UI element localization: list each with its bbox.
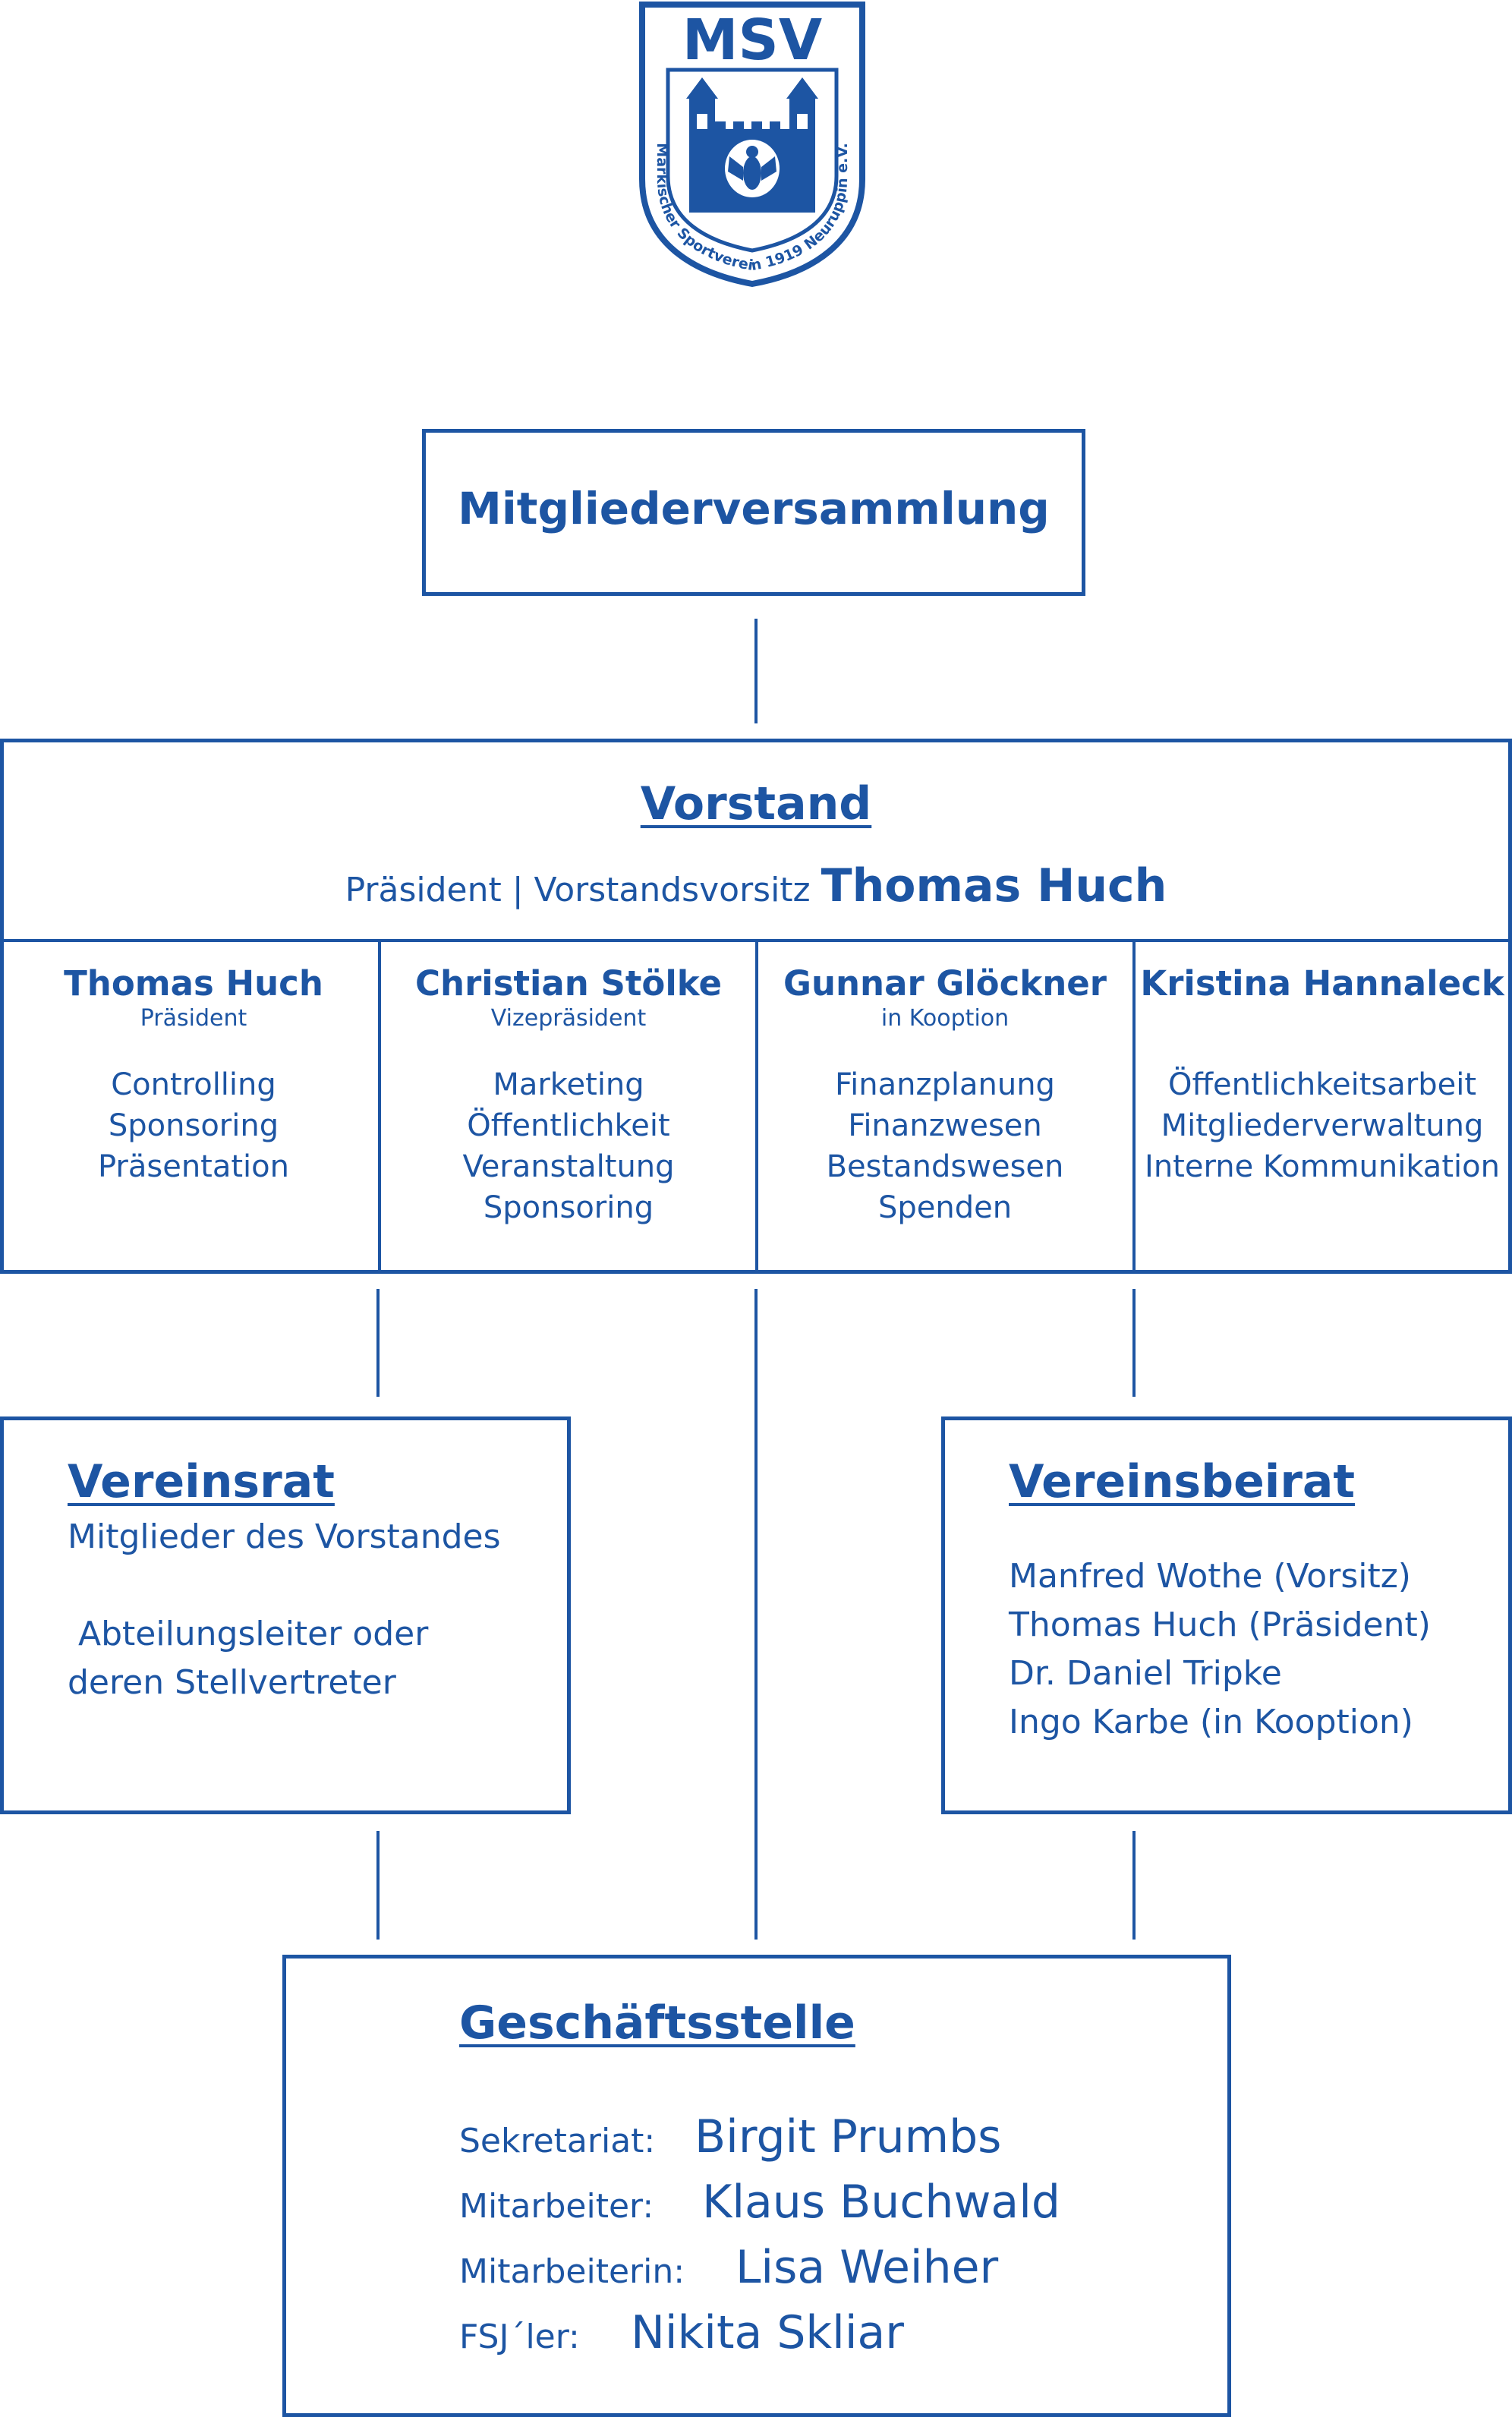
member-task: Öffentlichkeit (467, 1108, 670, 1143)
member-name: Kristina Hannaleck (1140, 963, 1504, 1004)
vorstand-box: Vorstand Präsident | Vorstandsvorsitz Th… (0, 739, 1512, 1274)
staff-row: FSJ´ler: Nikita Skliar (459, 2306, 904, 2359)
vorstand-subtitle-name: Thomas Huch (821, 859, 1167, 912)
vorstand-subtitle: Präsident | Vorstandsvorsitz Thomas Huch (4, 859, 1508, 912)
geschaeftsstelle-title: Geschäftsstelle (459, 1996, 855, 2050)
member-task: Veranstaltung (462, 1149, 675, 1184)
member-role: Präsident (140, 1005, 247, 1032)
member-task: Öffentlichkeitsarbeit (1168, 1067, 1476, 1102)
member-task: Finanzwesen (848, 1108, 1042, 1143)
mitgliederversammlung-box: Mitgliederversammlung (422, 429, 1085, 596)
vorstand-member: Christian Stölke Vizepräsident Marketing… (383, 963, 754, 1228)
vorstand-member: Kristina Hannaleck Öffentlichkeitsarbeit… (1136, 963, 1508, 1187)
staff-row: Mitarbeiter: Klaus Buchwald (459, 2176, 1060, 2229)
member-name: Christian Stölke (415, 963, 722, 1004)
geschaeftsstelle-box: Geschäftsstelle Sekretariat: Birgit Prumb… (282, 1955, 1231, 2417)
vorstand-subtitle-role: Präsident | Vorstandsvorsitz (345, 871, 811, 909)
vereinsrat-box: Vereinsrat Mitglieder des Vorstandes Abt… (0, 1416, 571, 1814)
member-task: Bestandswesen (826, 1149, 1064, 1184)
column-divider (1132, 941, 1136, 1270)
member-task: Controlling (111, 1067, 276, 1102)
connector-line (376, 1831, 380, 1940)
logo-abbreviation: MSV (682, 8, 822, 73)
connector-line (754, 619, 758, 723)
member-task: Marketing (493, 1067, 644, 1102)
vorstand-title: Vorstand (640, 777, 872, 830)
staff-name: Nikita Skliar (631, 2306, 904, 2359)
vereinsbeirat-line: Manfred Wothe (Vorsitz) (1009, 1557, 1411, 1596)
vereinsbeirat-title: Vereinsbeirat (1009, 1455, 1356, 1508)
vereinsbeirat-line: Ingo Karbe (in Kooption) (1009, 1703, 1413, 1741)
column-divider (755, 941, 758, 1270)
connector-line (376, 1289, 380, 1397)
vorstand-member: Thomas Huch Präsident Controlling Sponso… (8, 963, 380, 1187)
member-name: Thomas Huch (64, 963, 323, 1004)
staff-name: Birgit Prumbs (695, 2110, 1002, 2163)
staff-row: Sekretariat: Birgit Prumbs (459, 2110, 1001, 2163)
connector-line (1132, 1831, 1136, 1940)
member-role: in Kooption (880, 1005, 1010, 1032)
connector-line (754, 1289, 758, 1940)
staff-label: Sekretariat: (459, 2122, 656, 2160)
vorstand-member: Gunnar Glöckner in Kooption Finanzplanun… (759, 963, 1131, 1228)
member-task: Interne Kommunikation (1145, 1149, 1500, 1184)
member-task: Sponsoring (108, 1108, 279, 1143)
mitgliederversammlung-title: Mitgliederversammlung (458, 483, 1050, 534)
member-task: Präsentation (98, 1149, 289, 1184)
staff-label: Mitarbeiterin: (459, 2252, 685, 2291)
staff-name: Klaus Buchwald (702, 2176, 1060, 2229)
member-role: Vizepräsident (490, 1005, 647, 1032)
vereinsbeirat-box: Vereinsbeirat Manfred Wothe (Vorsitz) Th… (941, 1416, 1512, 1814)
staff-row: Mitarbeiterin: Lisa Weiher (459, 2241, 998, 2294)
vereinsbeirat-line: Thomas Huch (Präsident) (1009, 1606, 1431, 1644)
club-logo: MSV Märkische (636, 0, 868, 288)
member-role (1136, 1005, 1508, 1032)
vereinsrat-title: Vereinsrat (68, 1455, 335, 1508)
member-name: Gunnar Glöckner (783, 963, 1107, 1004)
connector-line (1132, 1289, 1136, 1397)
vereinsrat-line: deren Stellvertreter (68, 1663, 396, 1702)
member-task: Finanzplanung (835, 1067, 1055, 1102)
vereinsbeirat-line: Dr. Daniel Tripke (1009, 1654, 1282, 1693)
member-task: Mitgliederverwaltung (1161, 1108, 1484, 1143)
vereinsrat-line: Mitglieder des Vorstandes (68, 1517, 501, 1556)
staff-name: Lisa Weiher (736, 2241, 999, 2294)
staff-label: FSJ´ler: (459, 2318, 580, 2356)
column-divider (378, 941, 381, 1270)
vereinsrat-line: Abteilungsleiter oder (68, 1615, 429, 1653)
member-task: Sponsoring (483, 1190, 654, 1225)
member-task: Spenden (877, 1190, 1013, 1225)
staff-label: Mitarbeiter: (459, 2187, 654, 2226)
